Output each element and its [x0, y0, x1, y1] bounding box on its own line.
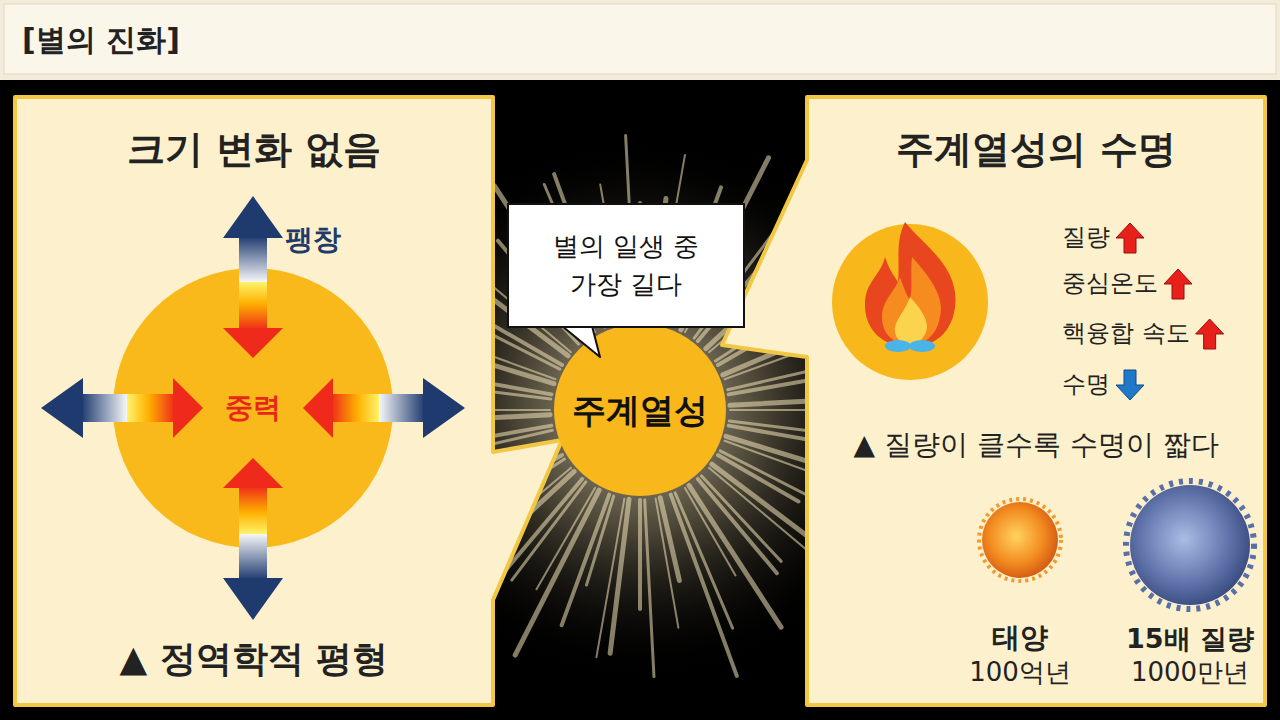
bubble-tail	[562, 326, 600, 357]
sun-ray	[675, 493, 732, 628]
increase-arrow	[1196, 319, 1224, 349]
sun-disc	[554, 324, 726, 496]
flame-icon	[865, 222, 956, 352]
sun-ray	[656, 499, 679, 628]
panel-caption: ▲ 정역학적 평형	[120, 636, 389, 683]
star-flare	[1126, 481, 1254, 609]
star-label: 15배 질량	[1126, 621, 1254, 656]
left-panel: 크기 변화 없음 ▲ 정역학적 평형 중력	[15, 97, 493, 705]
diagram-title: [별의 진화]	[22, 20, 180, 61]
sun-ray	[537, 488, 596, 589]
bubble-text: 별의 일생 중 가장 길다	[536, 228, 716, 303]
sun-ray	[645, 500, 654, 677]
left-panel-outline	[15, 97, 562, 705]
sun-ray	[638, 500, 642, 609]
star-disc	[1130, 485, 1250, 605]
massive-star-node: 15배 질량1000만년	[1118, 480, 1262, 690]
star-label: 태양	[992, 620, 1048, 656]
flame-base	[909, 340, 935, 352]
panel-caption: ▲ 질량이 클수록 수명이 짧다	[853, 427, 1218, 463]
sun-ray	[671, 495, 737, 676]
main-sequence-star: 주계열성	[555, 325, 725, 495]
lifetime-value: 1000만년	[1131, 656, 1249, 690]
sun-star-node: 태양100억년	[955, 495, 1085, 690]
star-name: 주계열성	[572, 388, 708, 432]
sun-ray	[730, 409, 815, 411]
panel-heading: 주계열성의 수명	[896, 125, 1175, 174]
force-arrow	[41, 378, 203, 438]
right-panel: 주계열성의 수명▲ 질량이 클수록 수명이 짧다태양100억년15배 질량100…	[807, 97, 1265, 705]
sun-star	[979, 499, 1061, 581]
star-disc	[982, 502, 1058, 578]
increase-arrow	[1116, 223, 1144, 253]
panel-heading: 크기 변화 없음	[127, 125, 381, 174]
flame-outer	[865, 222, 956, 347]
gravity-circle: 중력	[113, 268, 393, 548]
force-arrow	[223, 196, 283, 358]
expansion-label: 팽창	[285, 222, 341, 258]
title-strip	[4, 4, 1276, 74]
force-arrow	[303, 378, 465, 438]
decrease-arrow	[1116, 370, 1144, 400]
force-arrows	[41, 196, 465, 620]
massive-star	[1126, 481, 1254, 609]
force-arrow	[223, 458, 283, 620]
quantity-label: 수명	[1062, 369, 1110, 400]
right-panel-outline	[722, 97, 1265, 705]
quantity-label: 질량	[1062, 222, 1110, 253]
title-band	[0, 0, 1280, 80]
flame-inner	[895, 297, 927, 344]
force-label: 중력	[225, 390, 281, 426]
star-flare	[979, 499, 1061, 581]
speech-bubble: 별의 일생 중 가장 길다	[507, 203, 745, 328]
flame-base	[885, 340, 911, 352]
increase-arrow	[1164, 269, 1192, 299]
quantity-label: 핵융합 속도	[1062, 318, 1190, 349]
lifetime-value: 100억년	[969, 656, 1071, 690]
quantity-label: 중심온도	[1062, 268, 1158, 299]
flame-middle	[882, 257, 941, 344]
